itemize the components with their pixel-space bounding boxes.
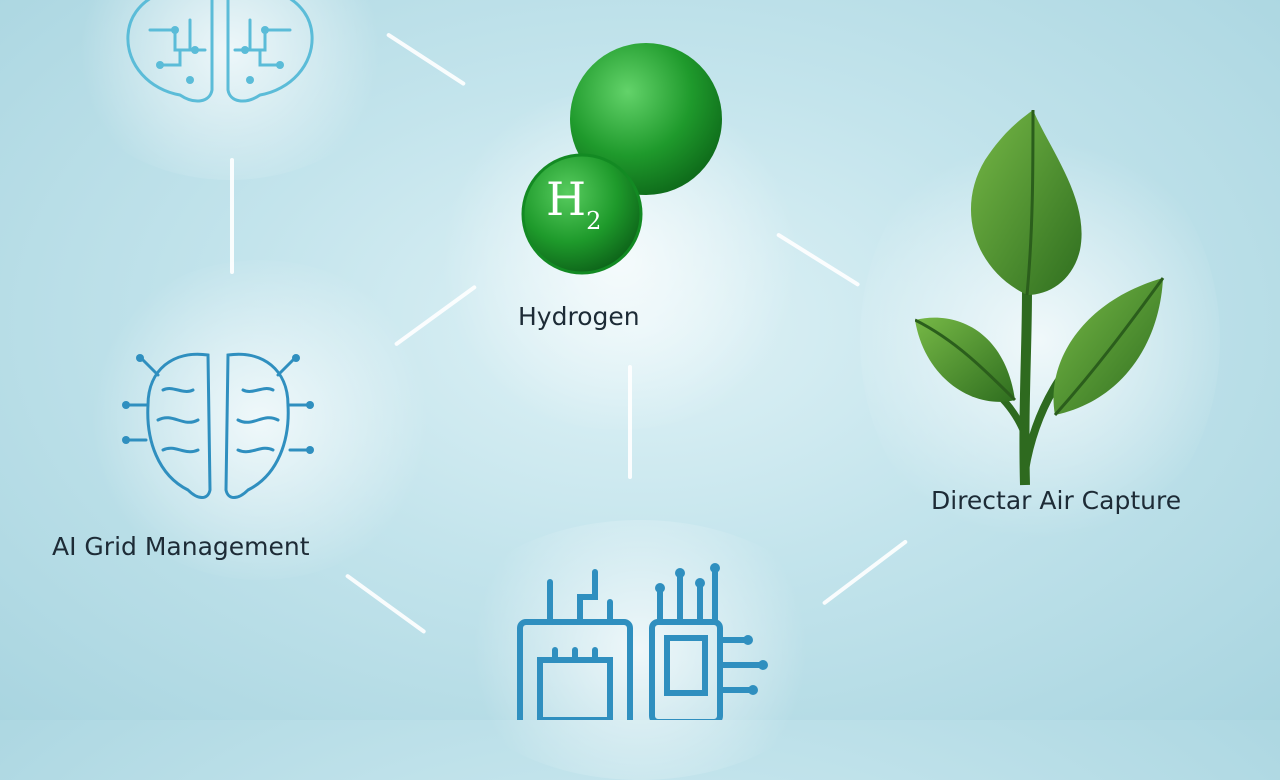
leaf-plant-icon [915, 110, 1165, 486]
ai-grid-management-label: AI Grid Management [52, 532, 310, 561]
circuit-brain-icon [126, 0, 314, 103]
circuit-board-icon [517, 563, 768, 720]
connector-line [344, 573, 427, 635]
circuit-brain-icon [122, 352, 314, 499]
hydrogen-symbol-subscript: 2 [586, 207, 602, 235]
hydrogen-label: Hydrogen [518, 302, 640, 331]
hydrogen-symbol-main: H [546, 172, 587, 226]
connector-line [230, 158, 234, 274]
direct-air-capture-label: Directar Air Capture [931, 486, 1182, 515]
connector-line [628, 365, 632, 479]
hydrogen-symbol: H2 [546, 176, 601, 235]
connector-line [821, 539, 909, 606]
hydrogen-molecule-icon [521, 43, 722, 275]
